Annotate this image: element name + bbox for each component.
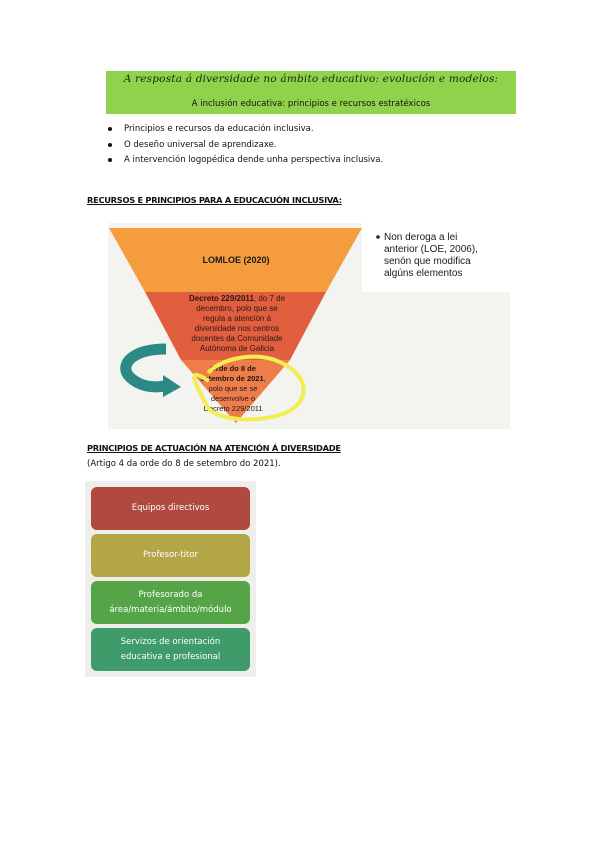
funnel-label-decreto-line: Autónoma de Galicia — [200, 344, 275, 353]
funnel-label-decreto-first-line: Decreto 229/2011, do 7 de — [189, 294, 286, 303]
funnel-label-decreto-line: diversidade nos centros — [195, 324, 280, 333]
funnel-label-orde-line: Decreto 229/2011 — [203, 404, 262, 413]
document-subtitle: A inclusión educativa: principios e recu… — [191, 99, 431, 109]
list-item: A intervención logopédica dende unha per… — [106, 153, 383, 169]
side-note-line: anterior (LOE, 2006), — [384, 244, 478, 255]
principle-label: Profesorado da — [138, 589, 203, 600]
principle-box-servizos: Servizos de orientación educativa e prof… — [91, 628, 250, 671]
funnel-label-orde-line: setembro de 2021, — [200, 374, 265, 383]
principle-box-profesorado: Profesorado da área/materia/ámbito/módul… — [91, 581, 250, 624]
source-note: (Artigo 4 da orde do 8 de setembro do 20… — [87, 459, 281, 469]
funnel-label-orde-line: desenvolve o — [211, 394, 255, 403]
principle-label: Profesor-titor — [142, 550, 199, 560]
principle-box-equipos: Equipos directivos — [91, 487, 250, 530]
principle-label: área/materia/ámbito/módulo — [109, 604, 232, 615]
funnel-label-orde-line: Orde do 8 de — [210, 364, 256, 373]
principle-label: Servizos de orientación — [120, 636, 221, 647]
title-banner: A resposta á diversidade no ámbito educa… — [106, 71, 516, 114]
funnel-label-lomloe: LOMLOE (2020) — [202, 255, 269, 265]
principle-box-titor: Profesor-titor — [91, 534, 250, 577]
funnel-level-decreto — [145, 292, 326, 360]
side-note-line: Non deroga a lei — [384, 232, 457, 243]
list-item: O deseño universal de aprendizaxe. — [106, 138, 383, 154]
decreto-bold-text: Decreto 229/2011 — [189, 294, 254, 303]
decreto-text: , do 7 de — [254, 294, 286, 303]
funnel-label-decreto-line: decembro, polo que se — [196, 304, 278, 313]
topic-list: Principios e recursos da educación inclu… — [106, 122, 383, 169]
side-note-line: senón que modifica — [384, 256, 471, 267]
principle-label: Equipos directivos — [131, 503, 210, 513]
principle-label: educativa e profesional — [120, 651, 221, 662]
orde-date-text: setembro de 2021 — [200, 374, 263, 383]
funnel-level-orde — [181, 360, 290, 423]
legislation-funnel-diagram: LOMLOE (2020) Decreto 229/2011, do 7 de … — [108, 223, 510, 429]
funnel-label-orde-line: polo que se se — [209, 384, 258, 393]
side-note-box — [362, 223, 510, 292]
document-title: A resposta á diversidade no ámbito educa… — [123, 73, 499, 85]
funnel-label-decreto-line: docentes da Comunidade — [191, 334, 283, 343]
funnel-label-decreto-line: regula a atención á — [203, 314, 272, 323]
section-heading-recursos: RECURSOS E PRINCIPIOS PARA A EDUCACUÓN I… — [87, 195, 342, 205]
curved-arrow-icon — [120, 343, 167, 393]
section-heading-principios: PRINCIPIOS DE ACTUACIÓN NA ATENCIÓN Á DI… — [87, 443, 341, 453]
list-item: Principios e recursos da educación inclu… — [106, 122, 383, 138]
arrow-head-icon — [163, 375, 181, 397]
funnel-level-lomloe — [109, 228, 362, 292]
side-note-bullet-icon — [376, 235, 380, 239]
side-note-line: algúns elementos — [384, 268, 462, 279]
highlight-circle — [192, 354, 306, 422]
